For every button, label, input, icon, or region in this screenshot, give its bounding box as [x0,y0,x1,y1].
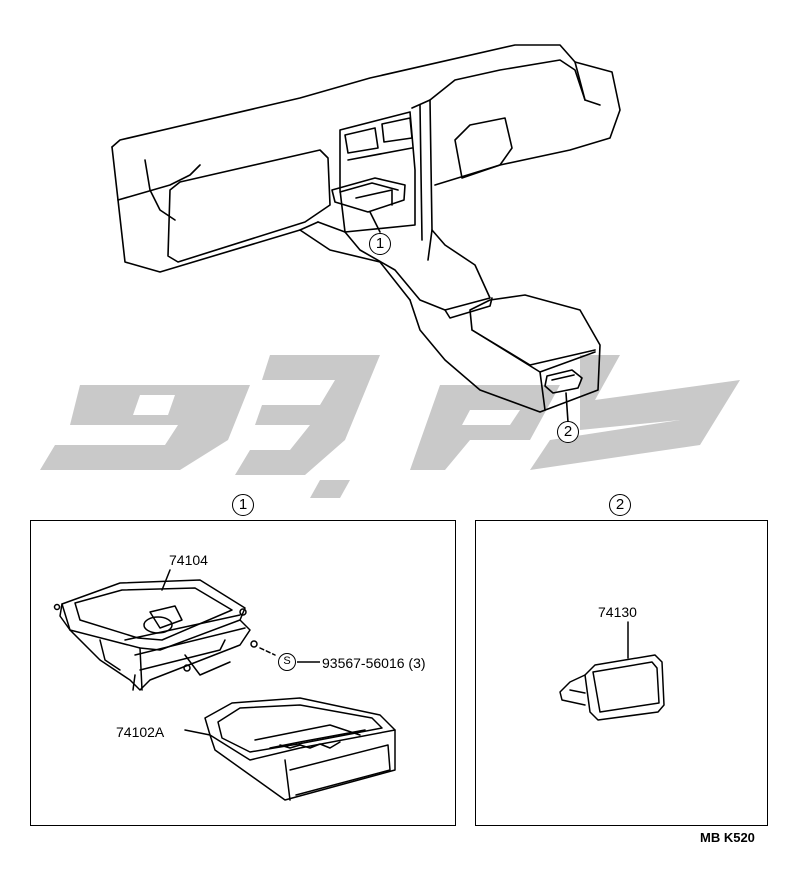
dashboard-drawing [111,44,621,423]
panel2-box [475,520,768,826]
panel1-drawing [53,569,396,801]
part-number-74104[interactable]: 74104 [169,552,208,568]
overview-callout-2[interactable]: 2 [557,421,579,443]
panel2-drawing [559,621,665,721]
watermark-logo [40,355,740,498]
diagram-code: MB K520 [700,830,755,845]
panel1-header-callout: 1 [232,494,254,516]
part-number-74102a[interactable]: 74102A [116,724,165,740]
panel1-box [30,520,456,826]
part-number-screw[interactable]: 93567-56016 (3) [322,655,426,671]
screw-symbol-icon: S [278,653,296,671]
part-number-74130[interactable]: 74130 [598,604,637,620]
panel2-header-callout: 2 [609,494,631,516]
overview-callout-1[interactable]: 1 [369,233,391,255]
